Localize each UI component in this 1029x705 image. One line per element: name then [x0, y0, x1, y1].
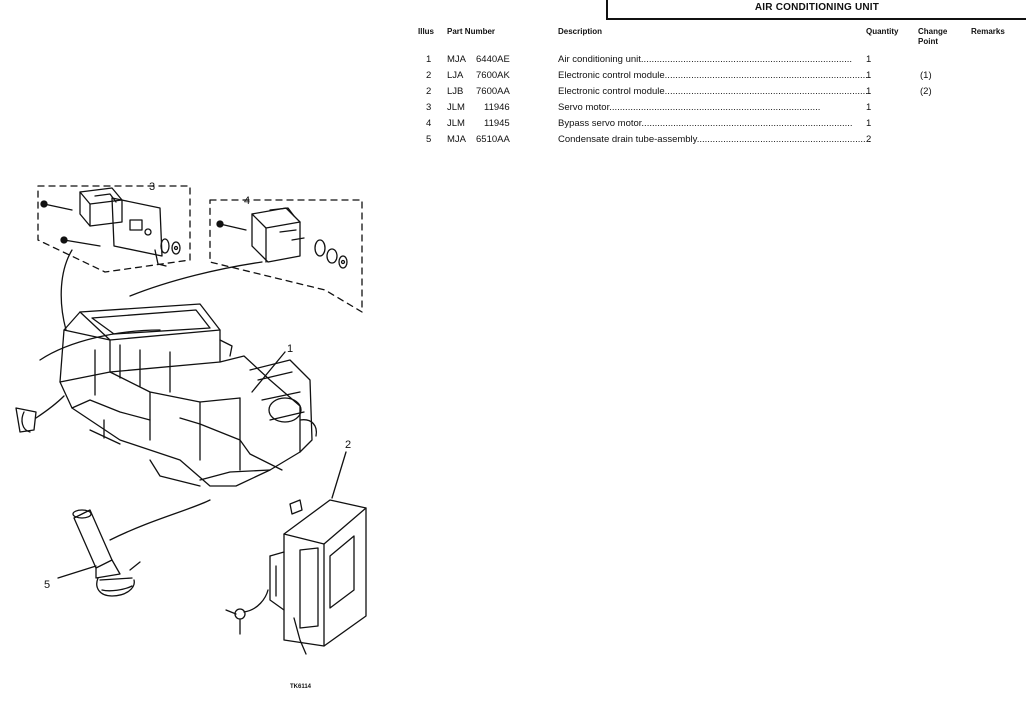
exploded-diagram: 3 4 1 2 5: [15, 181, 367, 655]
row-part-prefix: JLM: [447, 118, 465, 129]
row-quantity: 1: [866, 86, 872, 97]
row-illus: 5: [426, 134, 432, 145]
col-header-illus: Illus: [418, 27, 435, 36]
air-conditioning-unit-drawing: [15, 303, 318, 487]
section-title: AIR CONDITIONING UNIT: [754, 2, 880, 13]
row-part-prefix: MJA: [447, 134, 466, 145]
callout-number-5: 5: [44, 579, 50, 591]
row-illus: 2: [426, 86, 432, 97]
row-description: Bypass servo motor......................…: [558, 118, 853, 129]
callout-number-3: 3: [149, 181, 155, 193]
row-part-number: 11946: [484, 102, 510, 113]
row-illus: 4: [426, 118, 432, 129]
row-part-prefix: LJA: [447, 70, 464, 81]
row-illus: 1: [426, 54, 432, 65]
row-part-number: 11945: [484, 118, 510, 129]
row-part-prefix: JLM: [447, 102, 465, 113]
bypass-servo-detail-box: [209, 199, 363, 313]
row-part-prefix: LJB: [447, 86, 464, 97]
row-description: Air conditioning unit...................…: [558, 54, 853, 65]
row-illus: 2: [426, 70, 432, 81]
row-quantity: 1: [866, 102, 872, 113]
callout-leader-1: [251, 351, 286, 393]
electronic-control-module-drawing: [225, 499, 367, 655]
row-quantity: 1: [866, 118, 872, 129]
callout-number-4: 4: [244, 195, 250, 207]
bypass-servo-drawing: [216, 207, 348, 269]
row-part-number: 6440AE: [476, 54, 510, 65]
section-header: AIR CONDITIONING UNIT: [606, 0, 1026, 20]
callout-number-1: 1: [287, 343, 293, 355]
row-change-point: (2): [920, 86, 932, 97]
row-change-point: (1): [920, 70, 932, 81]
row-description: Condensate drain tube-assembly..........…: [558, 134, 870, 145]
col-header-description: Description: [558, 27, 603, 36]
row-description: Servo motor.............................…: [558, 102, 821, 113]
col-header-quantity: Quantity: [866, 27, 899, 36]
servo-motor-drawing: [40, 187, 181, 267]
row-quantity: 1: [866, 70, 872, 81]
callout-leader-2: [331, 451, 347, 499]
condensate-drain-tube-drawing: [72, 499, 211, 597]
row-part-number: 7600AK: [476, 70, 510, 81]
callout-leader-5: [57, 565, 97, 579]
row-description: Electronic control module...............…: [558, 70, 870, 81]
parts-table: Illus Part Number Description Quantity C…: [0, 0, 1029, 150]
col-header-change-point: Change Point: [918, 27, 948, 46]
callout-number-2: 2: [345, 439, 351, 451]
row-part-number: 6510AA: [476, 134, 510, 145]
figure-reference: TK6114: [290, 684, 312, 690]
row-part-prefix: MJA: [447, 54, 466, 65]
col-header-remarks: Remarks: [971, 27, 1005, 36]
row-quantity: 2: [866, 134, 872, 145]
servo-motor-detail-box: [37, 185, 191, 273]
row-quantity: 1: [866, 54, 872, 65]
row-description: Electronic control module...............…: [558, 86, 870, 97]
row-part-number: 7600AA: [476, 86, 510, 97]
row-illus: 3: [426, 102, 432, 113]
col-header-part-number: Part Number: [447, 27, 496, 36]
